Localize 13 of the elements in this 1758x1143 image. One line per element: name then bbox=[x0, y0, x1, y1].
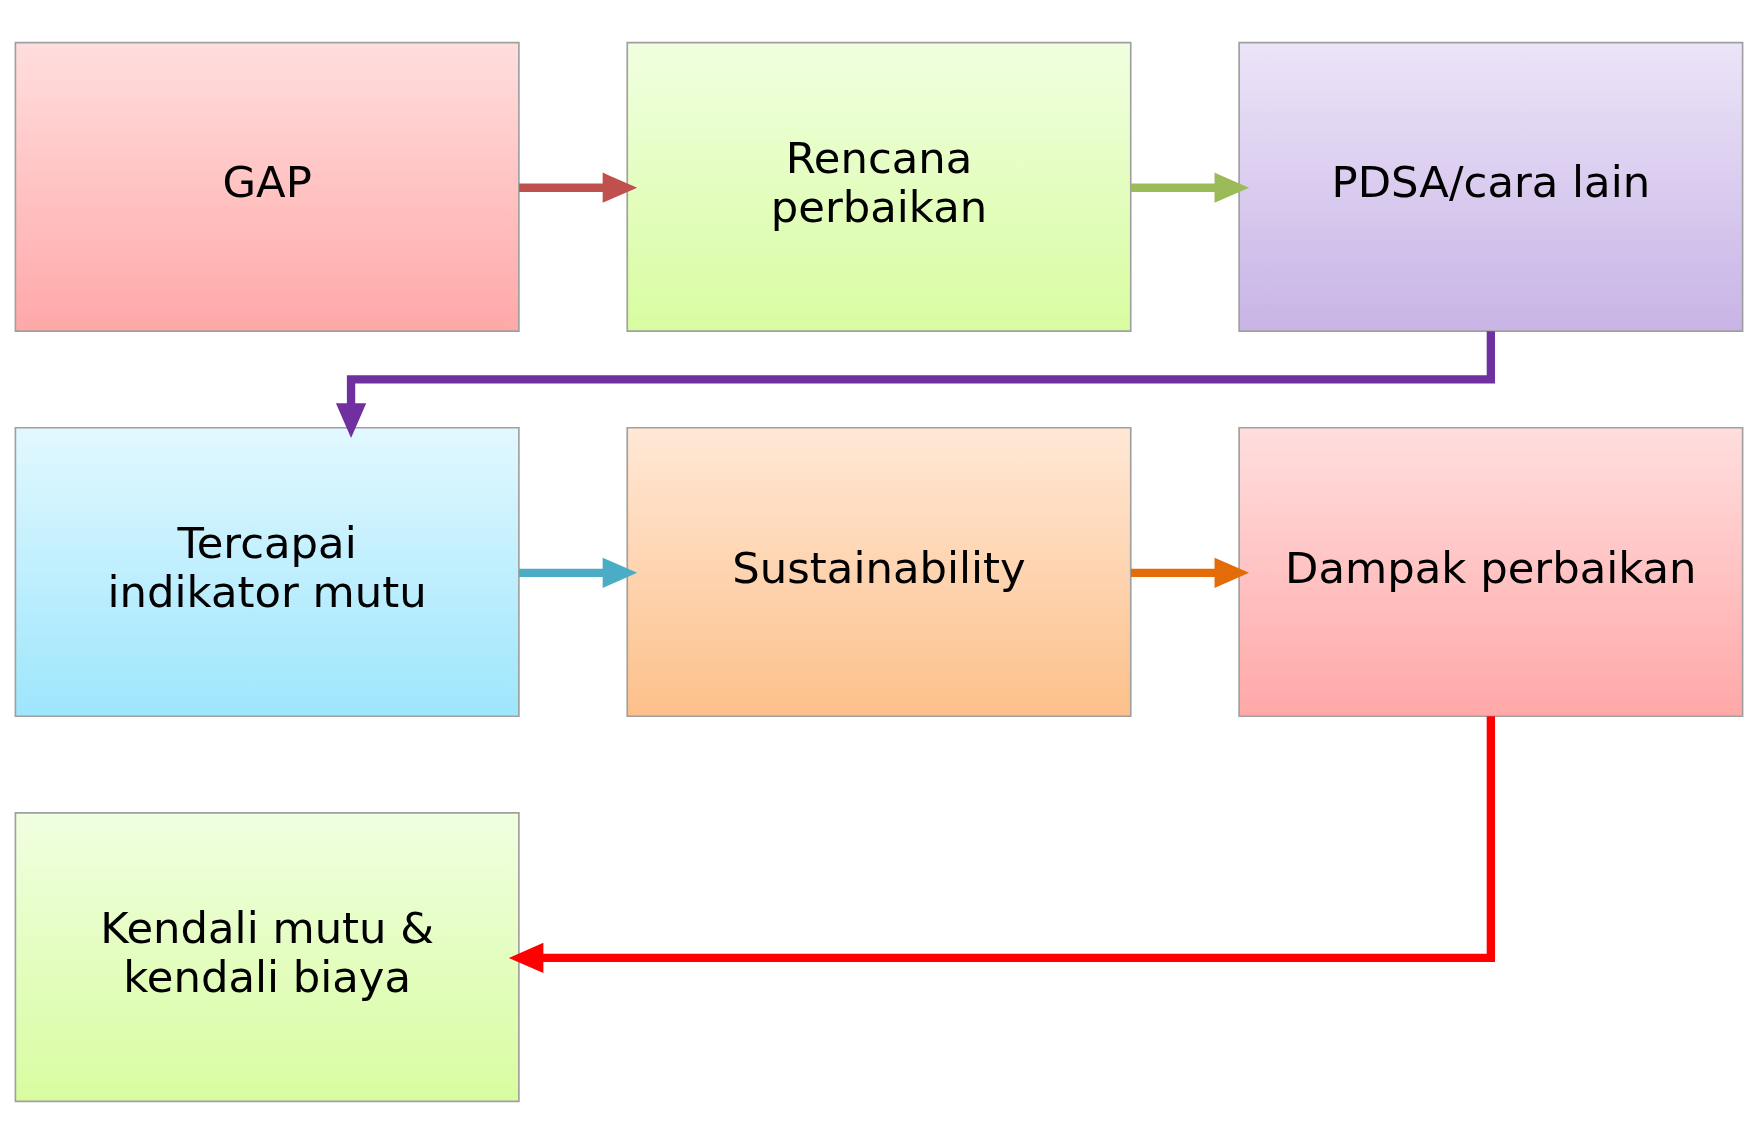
node-box: Sustainability bbox=[626, 426, 1132, 717]
arrow bbox=[508, 715, 1496, 973]
node-box: Dampak perbaikan bbox=[1238, 426, 1744, 717]
arrow bbox=[519, 172, 638, 203]
node-box: GAP bbox=[14, 41, 520, 332]
node-box: Kendali mutu & kendali biaya bbox=[14, 811, 520, 1102]
node-box: Tercapai indikator mutu bbox=[14, 426, 520, 717]
arrow bbox=[1130, 172, 1250, 203]
arrow bbox=[335, 330, 1496, 438]
node-box: PDSA/cara lain bbox=[1238, 41, 1744, 332]
arrow bbox=[519, 557, 638, 588]
arrow bbox=[1130, 557, 1250, 588]
node-box: Rencana perbaikan bbox=[626, 41, 1132, 332]
